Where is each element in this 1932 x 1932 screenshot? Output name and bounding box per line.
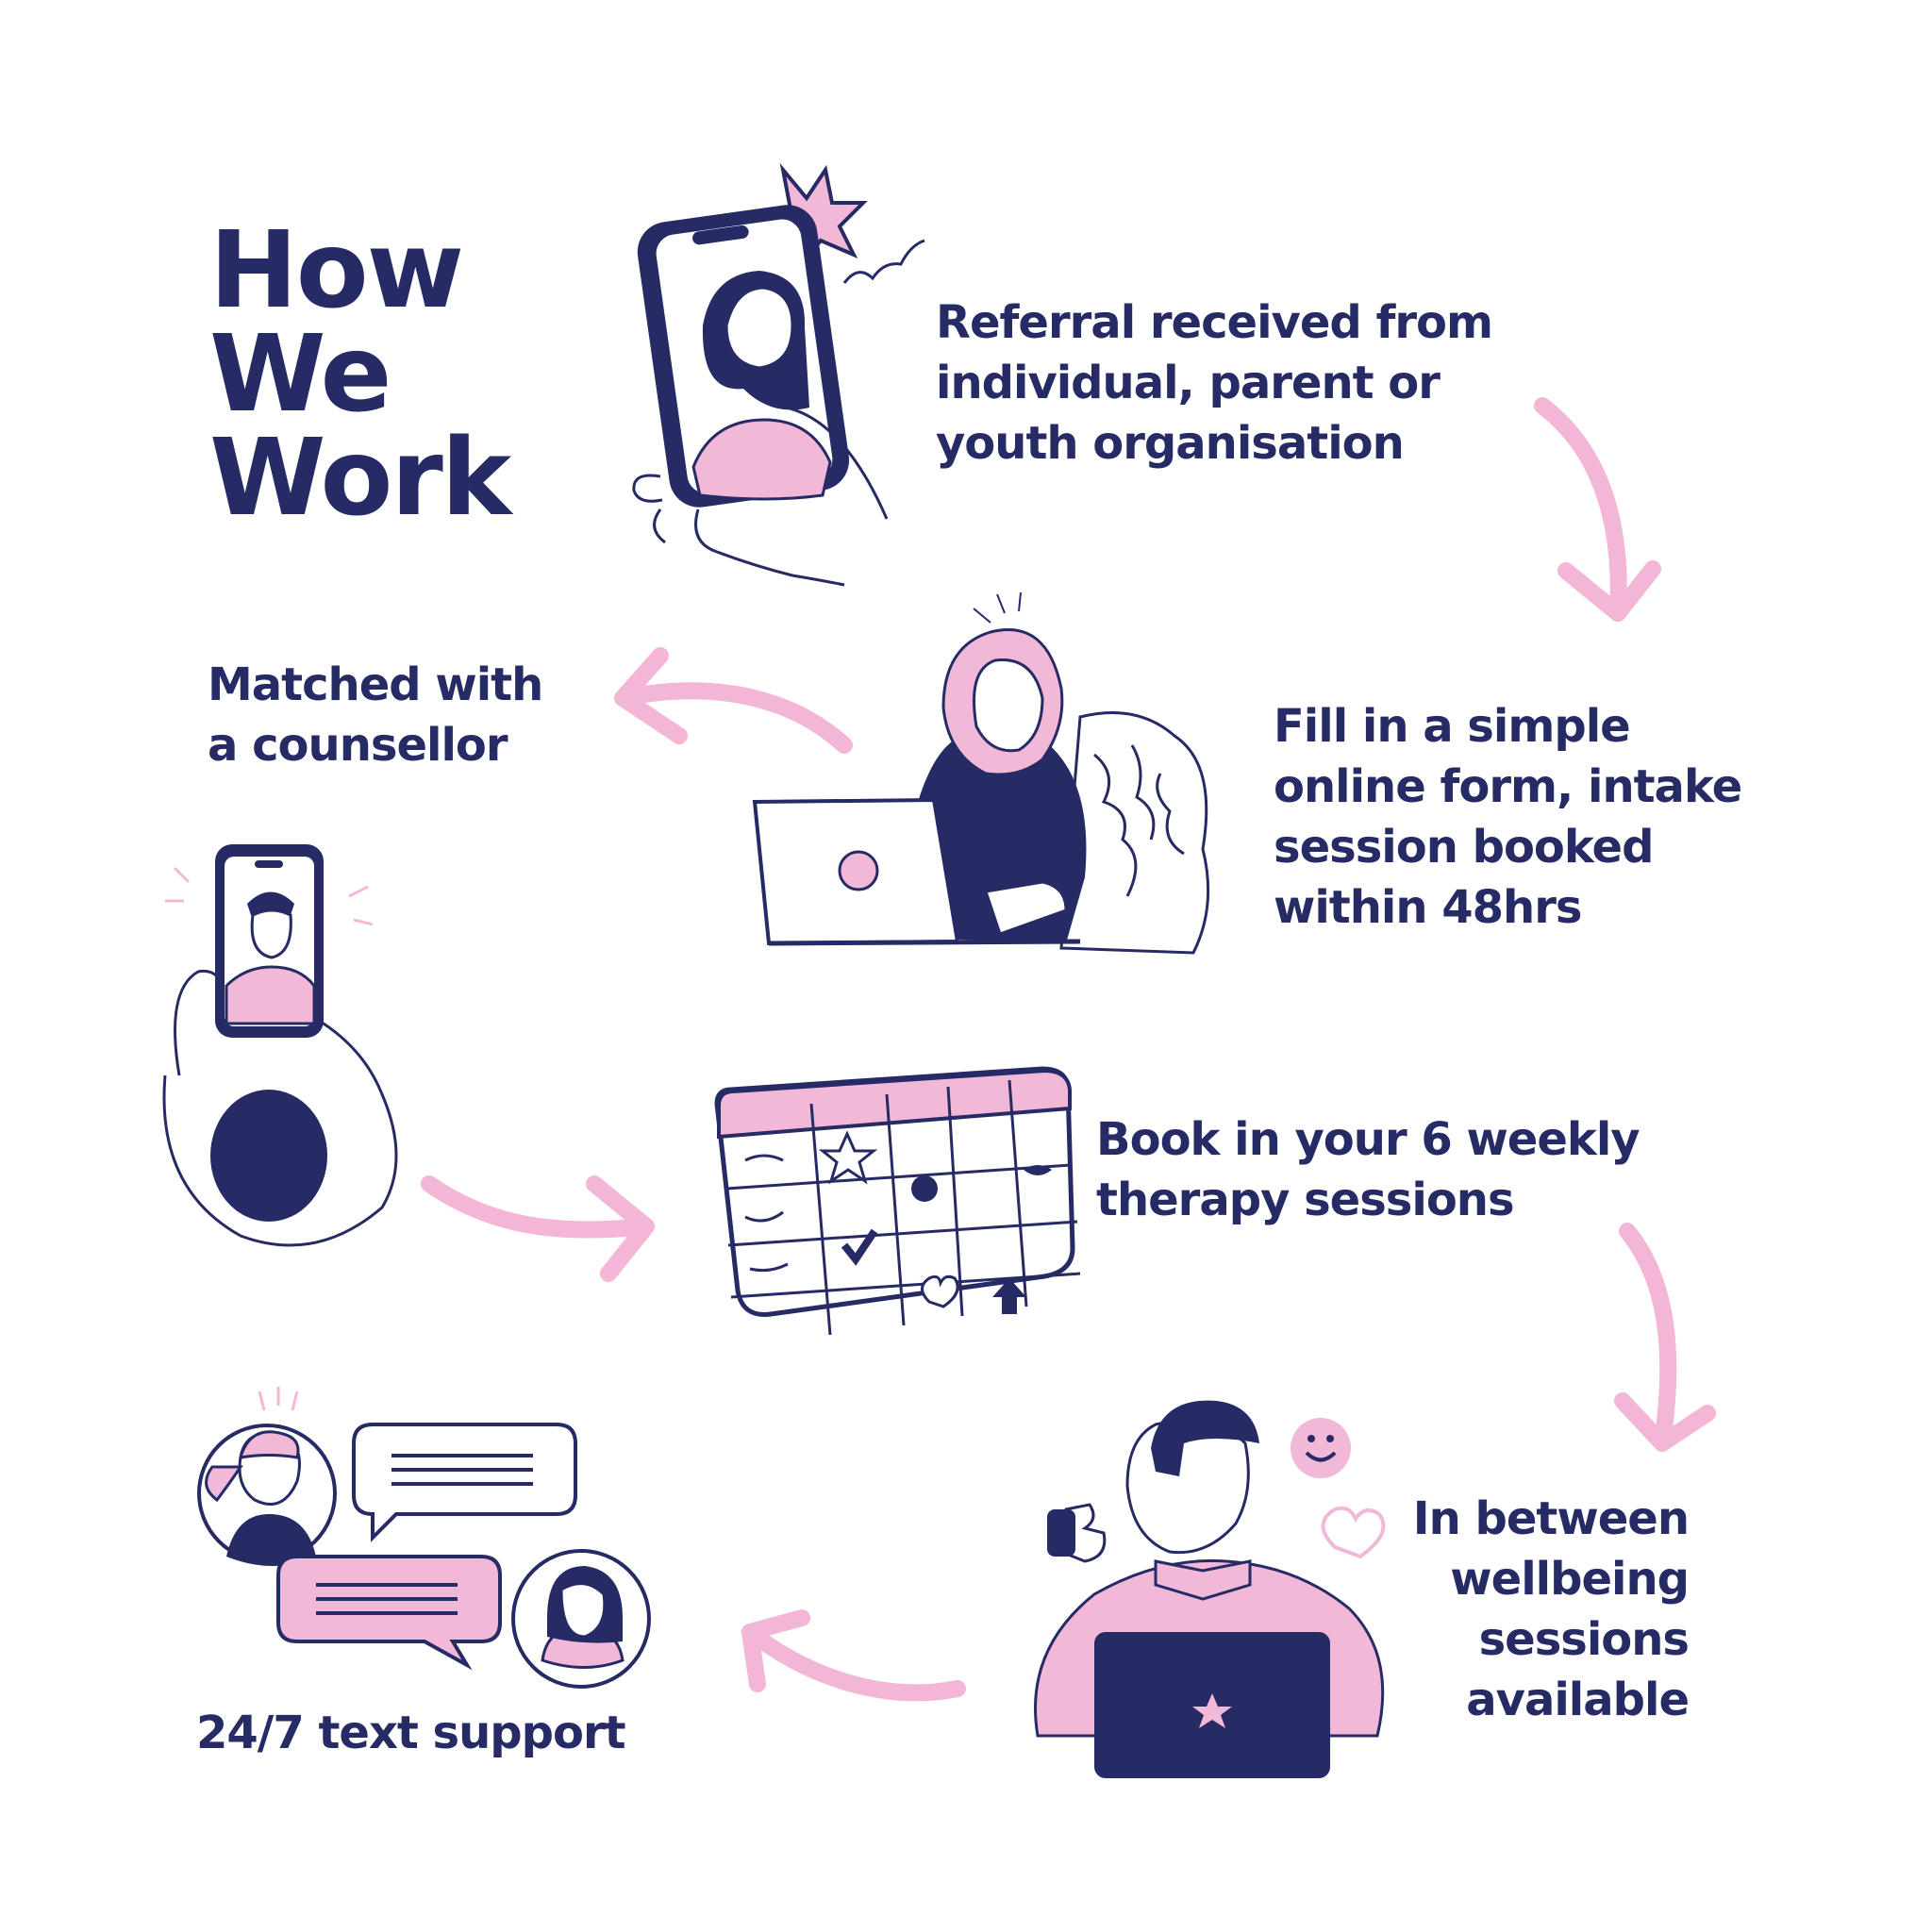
- flow-arrow-icon: [614, 647, 853, 754]
- step-line: therapy sessions: [1096, 1174, 1515, 1226]
- step-line: wellbeing: [1450, 1553, 1690, 1606]
- step-online-form: Fill in a simple online form, intake ses…: [1274, 696, 1742, 938]
- laptop-man-icon: [1034, 1400, 1386, 1778]
- laptop-person-icon: [752, 591, 1210, 955]
- step-line: youth organisation: [936, 417, 1405, 470]
- page-title: How We Work: [209, 209, 511, 540]
- step-line: within 48hrs: [1274, 881, 1582, 934]
- step-line: Referral received from: [936, 296, 1493, 349]
- step-line: In between: [1412, 1492, 1690, 1545]
- step-referral: Referral received from individual, paren…: [936, 292, 1493, 474]
- step-line: online form, intake: [1274, 760, 1742, 813]
- text-chat-icon: [197, 1387, 651, 1689]
- title-line: Work: [209, 417, 511, 540]
- flow-arrow-icon: [741, 1609, 966, 1702]
- step-line: sessions: [1478, 1613, 1690, 1666]
- step-book-sessions: Book in your 6 weekly therapy sessions: [1096, 1109, 1641, 1230]
- flow-arrows: [421, 397, 1716, 1702]
- flow-arrow-icon: [421, 1175, 655, 1282]
- step-matched-counsellor: Matched with a counsellor: [208, 655, 543, 775]
- step-line: 24/7 text support: [196, 1707, 626, 1759]
- step-line: Fill in a simple: [1274, 700, 1631, 753]
- step-text-support: 24/7 text support: [196, 1703, 626, 1763]
- step-line: a counsellor: [208, 719, 508, 772]
- step-line: available: [1466, 1674, 1690, 1726]
- title-line: How: [209, 209, 464, 332]
- title-line: We: [209, 313, 392, 436]
- phone-video-call-icon: [632, 162, 925, 587]
- calendar-icon: [714, 1066, 1081, 1336]
- step-line: individual, parent or: [936, 357, 1441, 409]
- video-call-phone-icon: [162, 844, 398, 1247]
- step-line: Book in your 6 weekly: [1096, 1113, 1641, 1166]
- step-line: Matched with: [208, 658, 543, 711]
- flow-arrow-icon: [1534, 397, 1661, 622]
- flow-arrow-icon: [1614, 1223, 1716, 1452]
- step-wellbeing-sessions: In between wellbeing sessions available: [1321, 1489, 1690, 1730]
- step-line: session booked: [1274, 821, 1654, 874]
